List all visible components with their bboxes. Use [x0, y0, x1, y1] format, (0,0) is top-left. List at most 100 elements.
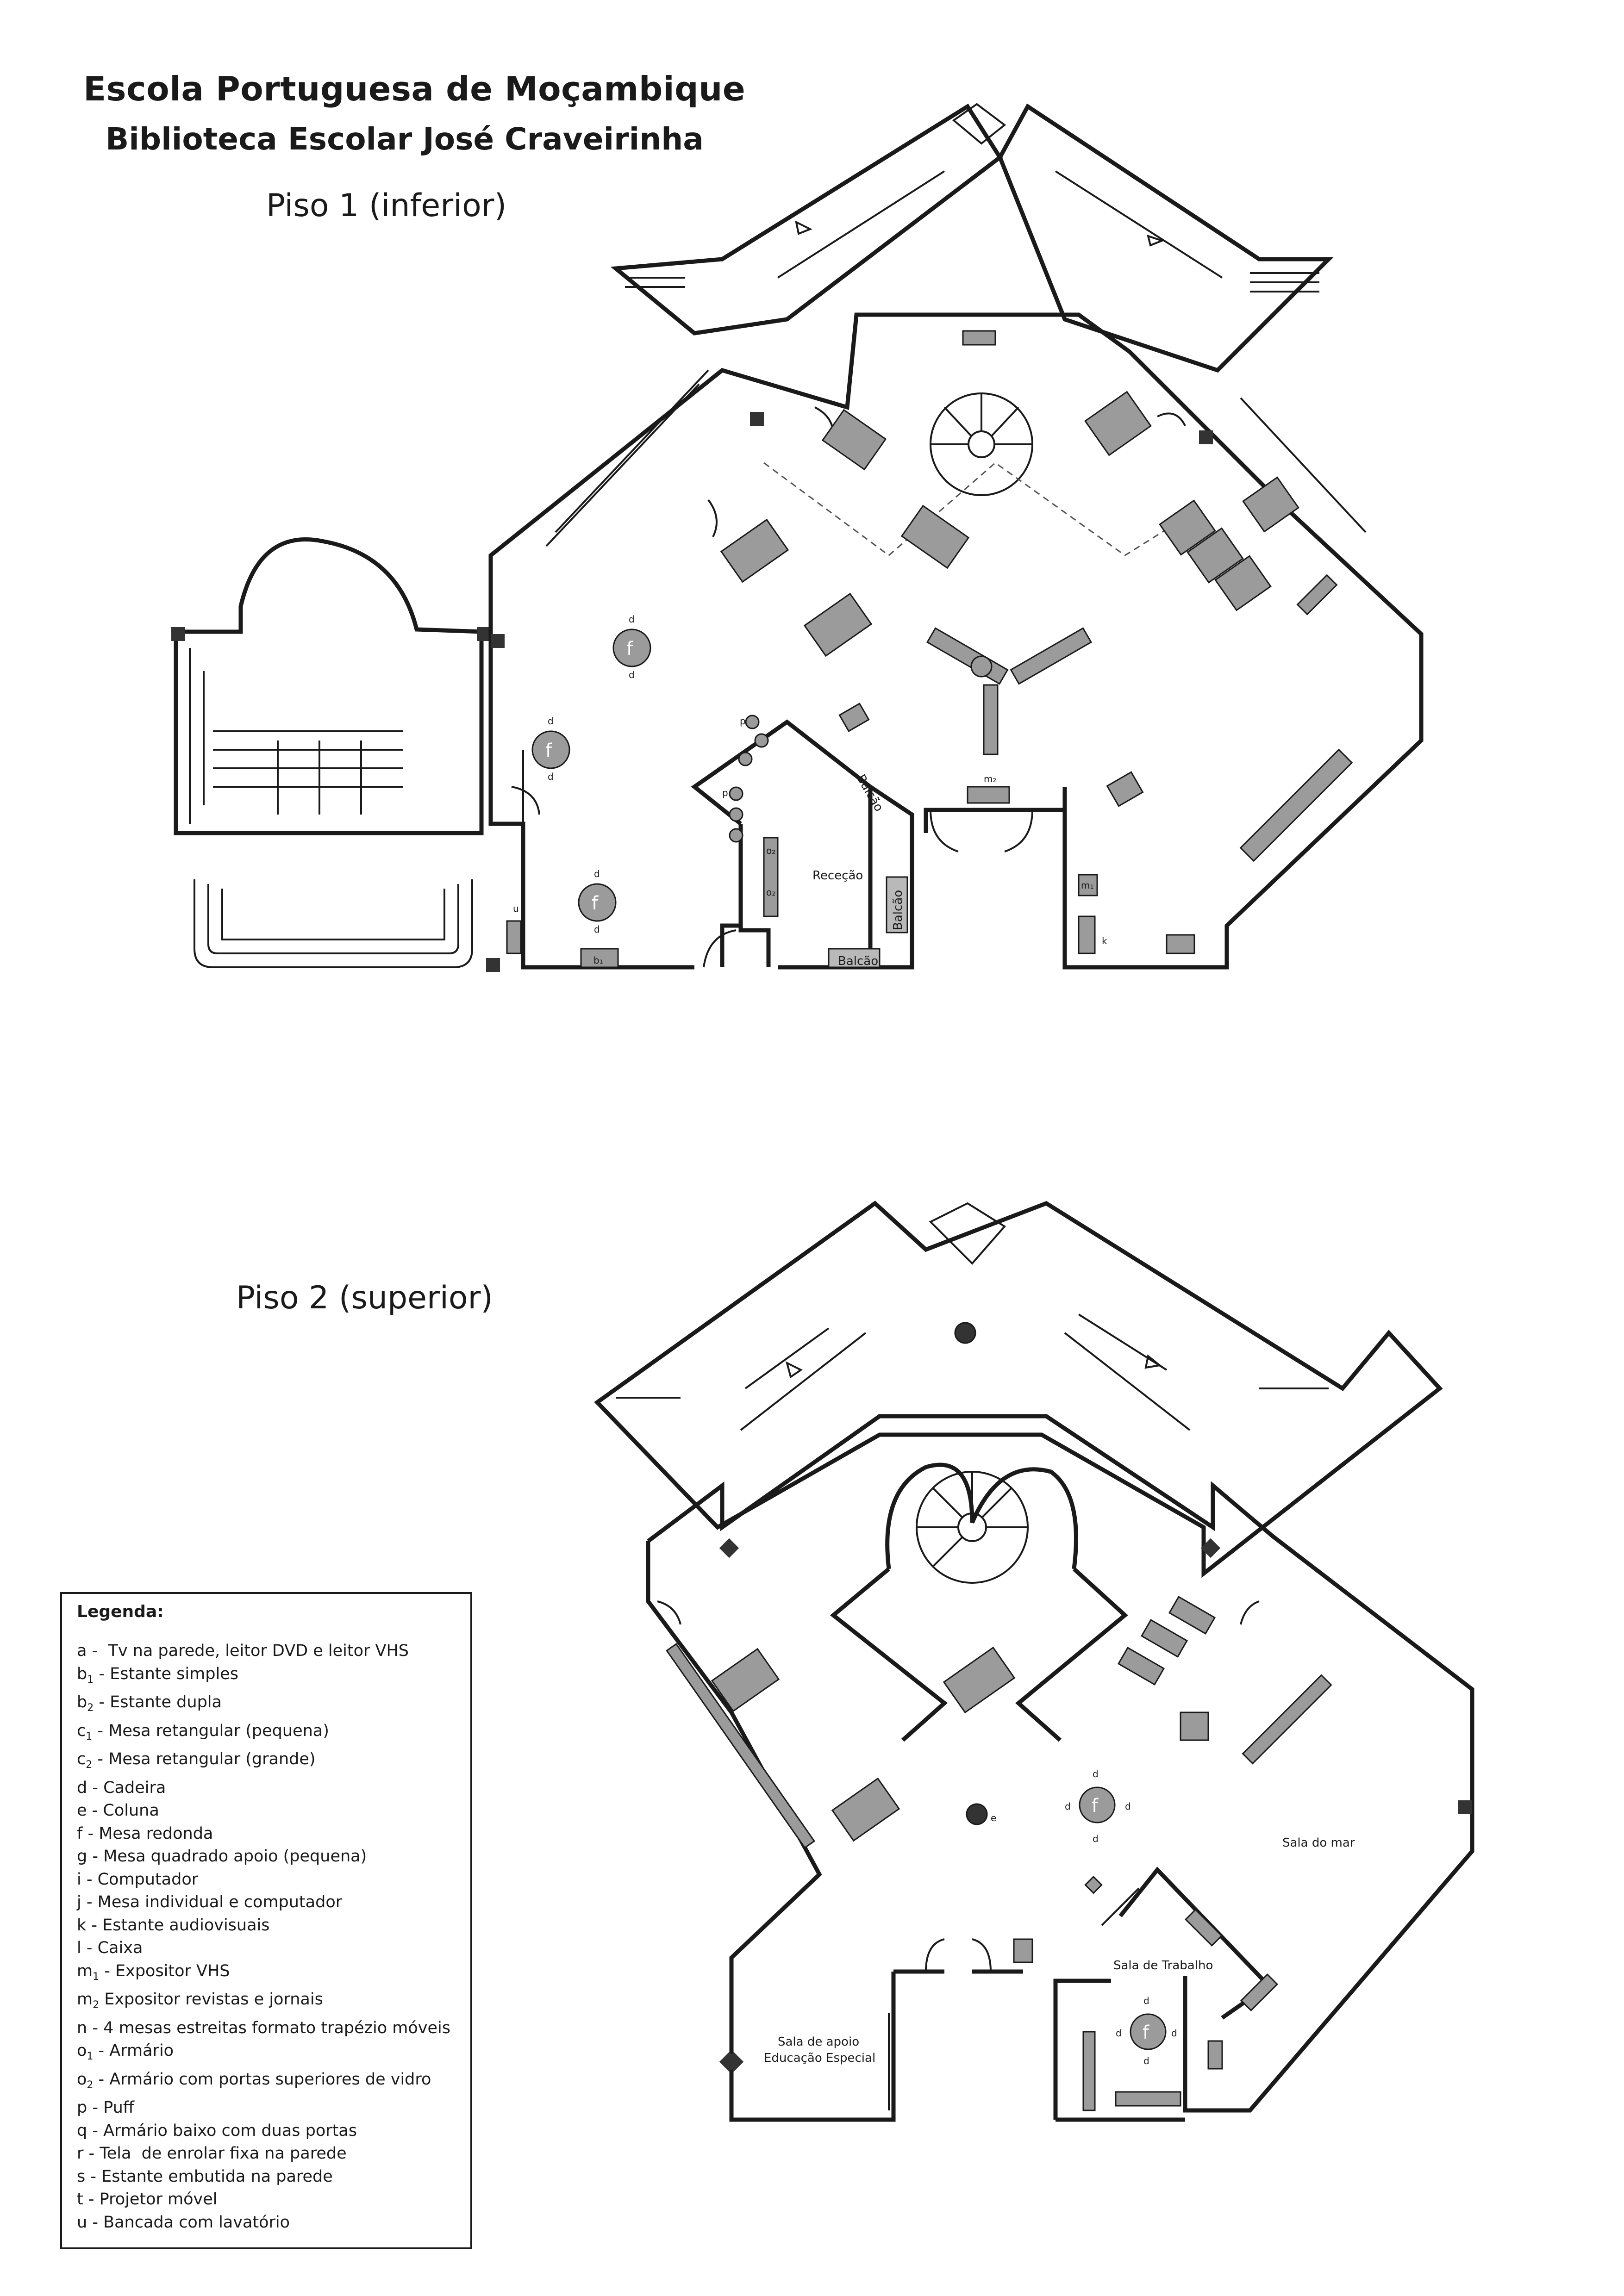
legend-code: a [77, 1642, 87, 1660]
sala-do-mar-label: Sala do mar [1282, 1836, 1355, 1850]
legend-text: - Estante audiovisuais [86, 1916, 270, 1935]
legend-text: - Mesa retangular (grande) [92, 1750, 316, 1768]
chair-marker-10: d [1125, 1801, 1131, 1812]
floor2-main-hall [646, 1414, 1474, 2122]
legend-code: b [77, 1664, 87, 1683]
legend-code: m [77, 1990, 93, 2009]
legend-item: i - Computador [77, 1868, 456, 1892]
chair-marker-3: d [548, 716, 554, 727]
legend-text: - Estante dupla [94, 1693, 222, 1711]
legend-text: - Armário com portas superiores de vidro [93, 2070, 431, 2089]
legend-code: c [77, 1721, 86, 1740]
legend-text: - Tv na parede, leitor DVD e leitor VHS [87, 1642, 409, 1660]
legend-item: s - Estante embutida na parede [77, 2165, 456, 2189]
chair-marker-8: d [1093, 1833, 1099, 1844]
chair-marker-4: d [548, 771, 554, 782]
legend-text: - Mesa quadrado apoio (pequena) [87, 1847, 367, 1866]
legend-text: - Estante embutida na parede [85, 2167, 333, 2186]
legend-item: j - Mesa individual e computador [77, 1891, 456, 1914]
legend-text: - Armário [93, 2041, 174, 2060]
legend-code: k [77, 1916, 87, 1935]
legend-item: k - Estante audiovisuais [77, 1914, 456, 1937]
chair-marker-2: d [629, 669, 635, 680]
legend-list: a - Tv na parede, leitor DVD e leitor VH… [77, 1640, 456, 2234]
legend-subscript: 1 [86, 1730, 93, 1742]
legend-subscript: 1 [93, 1971, 100, 1983]
magazines-marker: m₂ [984, 773, 997, 784]
legend-code: m [77, 1961, 93, 1980]
educacao-especial-label: Educação Especial [764, 2051, 875, 2065]
legend-item: m1 - Expositor VHS [77, 1960, 456, 1989]
floor2-outline [594, 1201, 1443, 1578]
floor2-rooms: Sala do mar Sala de Trabalho Sala de apo… [764, 1836, 1355, 2065]
legend-text: - Tela de enrolar fixa na parede [83, 2144, 347, 2163]
sala-de-apoio-label: Sala de apoio [778, 2035, 859, 2049]
legend-text: - Bancada com lavatório [87, 2213, 290, 2232]
legend-item: u - Bancada com lavatório [77, 2211, 456, 2234]
legend-item: d - Cadeira [77, 1777, 456, 1800]
legend-text: - Estante simples [94, 1664, 238, 1683]
legend-text: - Coluna [87, 1801, 159, 1820]
av-shelf-marker: k [1102, 935, 1107, 946]
puff-marker-2: p [722, 787, 728, 798]
chair-marker-9: d [1065, 1801, 1071, 1812]
legend-text: - Cadeira [87, 1778, 166, 1797]
legend-item: e - Coluna [77, 1799, 456, 1823]
page-subtitle: Biblioteca Escolar José Craveirinha [106, 121, 704, 157]
round-table-marker-2: f [545, 740, 552, 761]
legend-text: - Caixa [81, 1939, 143, 1957]
page-title: Escola Portuguesa de Moçambique [83, 69, 746, 108]
legend-code: u [77, 2213, 87, 2232]
sala-de-trabalho-label: Sala de Trabalho [1113, 1959, 1213, 1972]
legend-item: f - Mesa redonda [77, 1823, 456, 1846]
legend-title: Legenda: [77, 1602, 164, 1621]
legend-code: j [77, 1893, 81, 1911]
legend-subscript: 1 [87, 1674, 94, 1686]
chair-marker-6: d [594, 924, 600, 935]
floor2-spiral-stair [916, 1471, 1029, 1584]
cabinet-marker-1: o₂ [766, 845, 775, 856]
chair-marker-7: d [1093, 1768, 1099, 1780]
round-table-marker-1: f [626, 638, 633, 660]
floor2-label: Piso 2 (superior) [236, 1280, 493, 1316]
floor1-spiral-stair [763, 392, 1199, 556]
legend-item: p - Puff [77, 2097, 456, 2120]
legend-code: b [77, 1693, 87, 1711]
legend-code: c [77, 1750, 86, 1768]
legend-item: c2 - Mesa retangular (grande) [77, 1748, 456, 1777]
legend-code: l [77, 1939, 81, 1957]
legend-item: n - 4 mesas estreitas formato trapézio m… [77, 2017, 456, 2040]
cabinet-marker-2: o₂ [766, 887, 775, 898]
legend-text: - Puff [87, 2098, 134, 2117]
legend-text: - Projetor móvel [83, 2190, 218, 2209]
floor1-furniture: f f f d d d d d d p p o₂ o₂ m₁ m₂ k u b₁… [506, 330, 1353, 968]
legend-code: d [77, 1778, 87, 1797]
round-table-marker-5: f [1143, 2022, 1149, 2043]
floor1-entrance-ramps [610, 103, 1334, 373]
legend-text: - Mesa redonda [82, 1824, 213, 1843]
legend-item: l - Caixa [77, 1937, 456, 1960]
legend-item: a - Tv na parede, leitor DVD e leitor VH… [77, 1640, 456, 1663]
legend-item: o1 - Armário [77, 2040, 456, 2068]
legend-code: o [77, 2070, 87, 2089]
legend-code: o [77, 2041, 87, 2060]
legend-item: c1 - Mesa retangular (pequena) [77, 1720, 456, 1748]
legend-subscript: 2 [86, 1759, 93, 1771]
legend-code: t [77, 2190, 83, 2209]
floor2-furniture: f f e d d d d d d d d [666, 1596, 1332, 2111]
round-table-marker-4: f [1092, 1795, 1099, 1817]
legend-subscript: 2 [87, 2079, 94, 2091]
legend-subscript: 1 [87, 2051, 94, 2062]
legend-item: q - Armário baixo com duas portas [77, 2120, 456, 2143]
legend-code: f [77, 1824, 83, 1843]
legend-item: r - Tela de enrolar fixa na parede [77, 2142, 456, 2165]
legend-code: e [77, 1801, 87, 1820]
counter-label-right: Balcão [891, 890, 905, 930]
legend-text: - Expositor VHS [99, 1961, 230, 1980]
legend-subscript: 2 [93, 1999, 100, 2011]
chair-marker-11: d [1143, 1995, 1149, 2006]
shelf-marker: b₁ [593, 955, 603, 966]
legend-item: o2 - Armário com portas superiores de vi… [77, 2068, 456, 2097]
